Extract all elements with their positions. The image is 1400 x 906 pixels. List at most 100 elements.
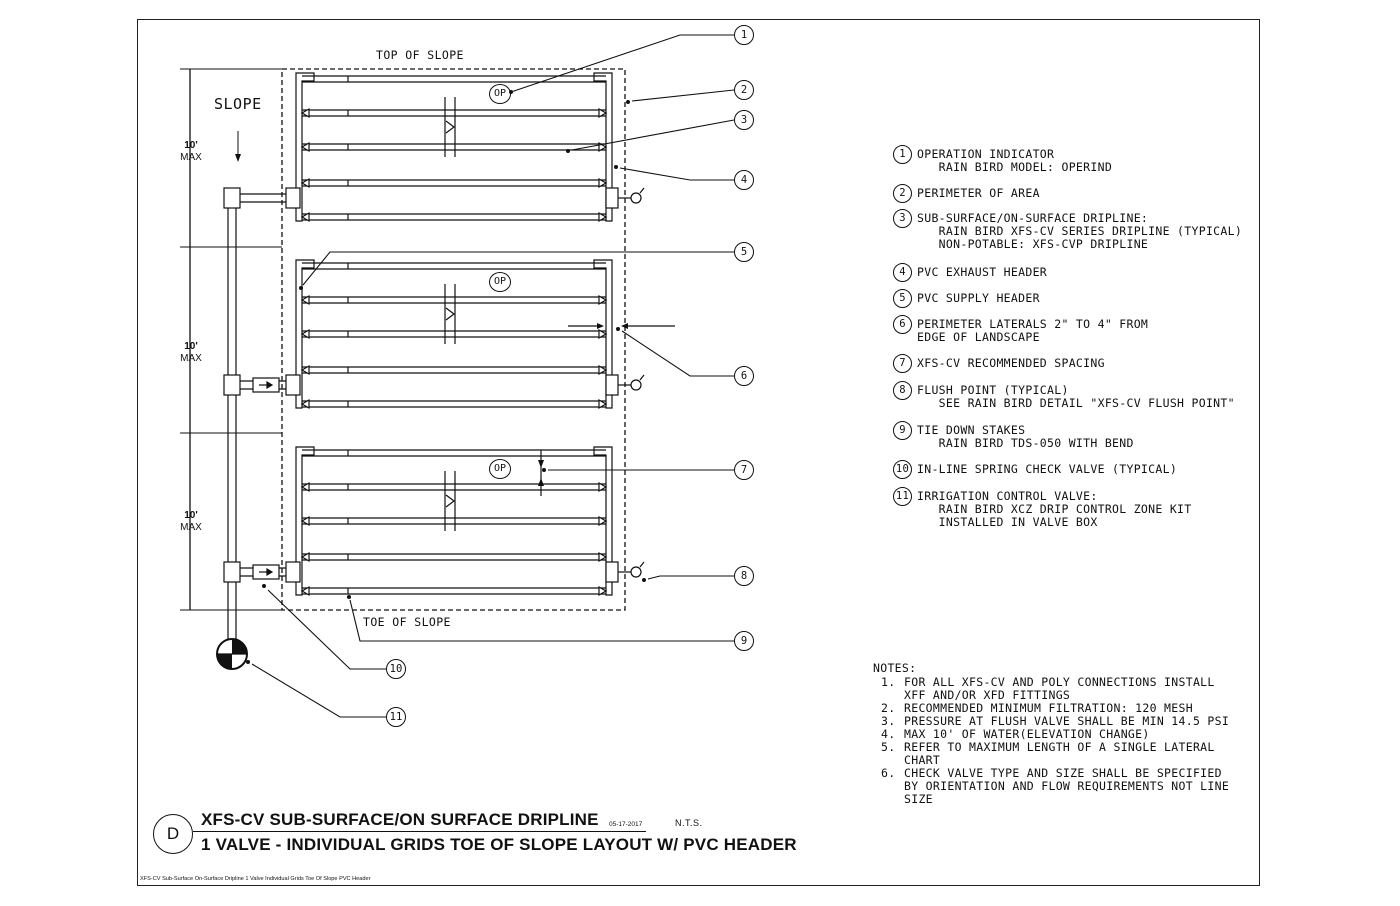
fitting — [300, 294, 310, 306]
note-line: 5. REFER TO MAXIMUM LENGTH OF A SINGLE LA… — [873, 740, 1214, 754]
dimension-label-1: 10' MAX — [173, 140, 209, 164]
fitting — [598, 398, 608, 410]
slope-label: SLOPE — [214, 95, 262, 113]
callout-arrowhead — [642, 578, 646, 582]
legend-number: 9 — [893, 421, 912, 440]
note-number: 3. — [881, 714, 896, 728]
callout-bubble-6: 6 — [734, 366, 754, 386]
dripline-grid-1 — [223, 72, 645, 223]
supply-tee — [223, 187, 241, 209]
perimeter-of-area — [281, 68, 626, 611]
callout-leader-6 — [621, 330, 734, 377]
title-line-2: 1 VALVE - INDIVIDUAL GRIDS TOE OF SLOPE … — [201, 835, 797, 854]
fitting — [300, 481, 310, 493]
dripline-grid-3 — [223, 446, 645, 597]
note-line: BY ORIENTATION AND FLOW REQUIREMENTS NOT… — [873, 780, 1229, 793]
note-text: RECOMMENDED MINIMUM FILTRATION: 120 MESH — [904, 701, 1193, 715]
legend-number: 7 — [893, 354, 912, 373]
operation-indicator-3: OP — [489, 459, 511, 479]
note-text: CHECK VALVE TYPE AND SIZE SHALL BE SPECI… — [904, 766, 1222, 780]
top-of-slope-label: TOP OF SLOPE — [376, 48, 464, 62]
fitting — [598, 211, 608, 223]
note-text: SIZE — [904, 792, 933, 806]
note-text: REFER TO MAXIMUM LENGTH OF A SINGLE LATE… — [904, 740, 1215, 754]
callout-bubble-5: 5 — [734, 242, 754, 262]
legend-number: 1 — [893, 145, 912, 164]
legend-text: SUB-SURFACE/ON-SURFACE DRIPLINE: RAIN BI… — [917, 211, 1243, 251]
supply-tee — [223, 374, 241, 396]
callout-arrowhead — [542, 468, 546, 472]
callout-bubble-11: 11 — [386, 707, 406, 727]
flush-point — [605, 374, 619, 396]
note-text: FOR ALL XFS-CV AND POLY CONNECTIONS INST… — [904, 675, 1215, 689]
fitting — [598, 294, 608, 306]
operation-indicator-1: OP — [489, 84, 511, 104]
callout-arrowhead — [566, 149, 570, 153]
note-line: XFF AND/OR XFD FITTINGS — [873, 689, 1070, 702]
notes: NOTES: 1.FOR ALL XFS-CV AND POLY CONNECT… — [873, 662, 1229, 806]
dimension-label-3: 10' MAX — [173, 510, 209, 534]
pvc-supply-header — [295, 446, 315, 596]
callout-bubble-1: 1 — [734, 25, 754, 45]
note-text: XFF AND/OR XFD FITTINGS — [904, 688, 1071, 702]
fitting — [598, 107, 608, 119]
fitting — [300, 364, 310, 376]
title-scale: N.T.S. — [675, 818, 703, 828]
legend-text: PERIMETER OF AREA — [917, 186, 1040, 200]
legend-number: 6 — [893, 315, 912, 334]
pvc-exhaust-header — [593, 72, 613, 222]
dimension-value: 10' — [184, 341, 198, 352]
dripline-grid-2 — [223, 259, 645, 410]
callout-arrowhead — [626, 100, 630, 104]
detail-letter: D — [153, 814, 193, 854]
drawing-border — [137, 19, 1260, 886]
callout-bubble-4: 4 — [734, 170, 754, 190]
pvc-exhaust-header — [593, 259, 613, 409]
title-divider — [193, 831, 646, 832]
legend-text: IN-LINE SPRING CHECK VALVE (TYPICAL) — [917, 462, 1178, 476]
fitting — [300, 141, 310, 153]
footer-filename: XFS-CV Sub-Surface On-Surface Dripline 1… — [140, 876, 371, 882]
legend-text: PERIMETER LATERALS 2" TO 4" FROM EDGE OF… — [917, 317, 1149, 344]
fitting — [598, 364, 608, 376]
callout-leader-5 — [302, 251, 734, 286]
note-text: CHART — [904, 753, 941, 767]
title-line-1: XFS-CV SUB-SURFACE/ON SURFACE DRIPLINE — [201, 810, 599, 829]
op-label: OP — [493, 276, 507, 287]
fitting — [300, 107, 310, 119]
note-line: 4.MAX 10' OF WATER(ELEVATION CHANGE) — [873, 727, 1149, 741]
legend-text: PVC EXHAUST HEADER — [917, 265, 1048, 279]
toe-of-slope-label: TOE OF SLOPE — [363, 615, 451, 629]
flush-point — [605, 561, 619, 583]
fitting — [300, 515, 310, 527]
callout-leader-2 — [631, 89, 735, 102]
callout-leader-11 — [251, 663, 386, 718]
pvc-supply-header — [295, 72, 315, 222]
callout-arrowhead — [262, 584, 266, 588]
callout-leader-9 — [349, 599, 734, 642]
legend-number: 3 — [893, 209, 912, 228]
callout-bubble-9: 9 — [734, 631, 754, 651]
legend-text: FLUSH POINT (TYPICAL) SEE RAIN BIRD DETA… — [917, 383, 1235, 410]
callout-arrowhead — [614, 165, 618, 169]
note-number: 5. — [881, 740, 896, 754]
callout-bubble-2: 2 — [734, 80, 754, 100]
legend-number: 10 — [893, 460, 912, 479]
legend-number: 2 — [893, 184, 912, 203]
legend-text: XFS-CV RECOMMENDED SPACING — [917, 356, 1105, 370]
note-number: 4. — [881, 727, 896, 741]
callout-leader-3 — [571, 119, 735, 151]
note-number: 2. — [881, 701, 896, 715]
dimension-value: 10' — [184, 510, 198, 521]
fitting — [598, 515, 608, 527]
op-label: OP — [493, 88, 507, 99]
dimension-unit: MAX — [180, 353, 202, 364]
note-line: SIZE — [873, 793, 933, 806]
op-label: OP — [493, 463, 507, 474]
callout-leader-10 — [267, 589, 386, 670]
spacing-marker — [538, 450, 544, 496]
supply-tee — [223, 561, 241, 583]
callout-bubble-10: 10 — [386, 659, 406, 679]
note-line: 1.FOR ALL XFS-CV AND POLY CONNECTIONS IN… — [873, 676, 1214, 689]
legend-number: 5 — [893, 289, 912, 308]
